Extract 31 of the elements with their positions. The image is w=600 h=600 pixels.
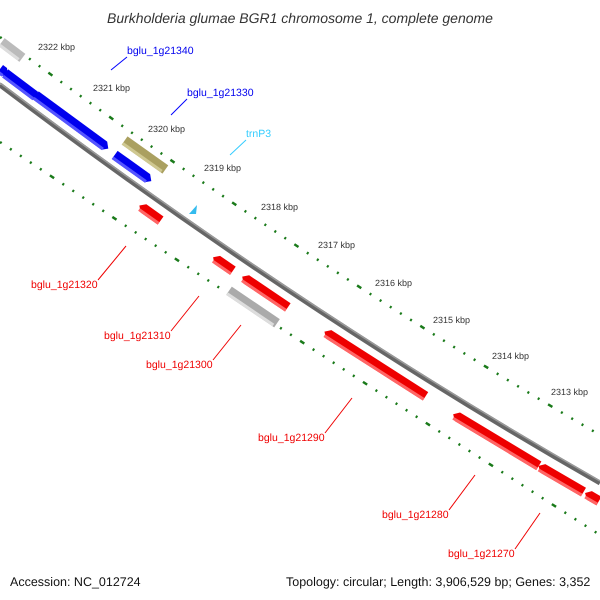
gene-label: bglu_1g21320	[31, 280, 98, 290]
gene-label: bglu_1g21270	[448, 549, 515, 560]
gene-label: bglu_1g21290	[258, 433, 325, 444]
leader-line	[514, 512, 540, 550]
scale-label: 2314 kbp	[492, 352, 530, 361]
leader-line	[212, 324, 242, 360]
gene-label: trnP3	[246, 129, 272, 140]
scale-label: 2322 kbp	[38, 43, 76, 52]
scale-label: 2319 kbp	[204, 164, 242, 173]
scale-label: 2317 kbp	[318, 241, 356, 250]
footer-text: Accession: NC_012724	[10, 576, 141, 588]
scale-label: 2315 kbp	[433, 316, 470, 325]
scale-label: 2316 kbp	[375, 279, 412, 288]
gene-label: bglu_1g21330	[187, 88, 254, 98]
leader-line	[448, 474, 476, 510]
leader-line	[110, 56, 128, 70]
leader-line	[170, 296, 200, 332]
leader-line	[324, 398, 352, 434]
gene-label: bglu_1g21340	[127, 46, 194, 56]
scale-label: 2321 kbp	[93, 84, 130, 93]
leader-line	[170, 98, 188, 116]
gene-label: bglu_1g21310	[104, 331, 171, 342]
diagram-title: Burkholderia glumae BGR1 chromosome 1, complete genome	[106, 10, 494, 26]
footer-text: Topology: circular; Length: 3,906,529 bp; Genes: 3,352	[286, 576, 590, 588]
leader-line	[98, 246, 126, 280]
scale-label: 2318 kbp	[261, 203, 298, 212]
scale-label: 2313 kbp	[551, 388, 588, 397]
gene-label: bglu_1g21300	[146, 360, 213, 370]
leader-line	[230, 140, 246, 156]
scale-label: 2320 kbp	[148, 125, 186, 134]
gene-label: bglu_1g21280	[382, 510, 449, 520]
